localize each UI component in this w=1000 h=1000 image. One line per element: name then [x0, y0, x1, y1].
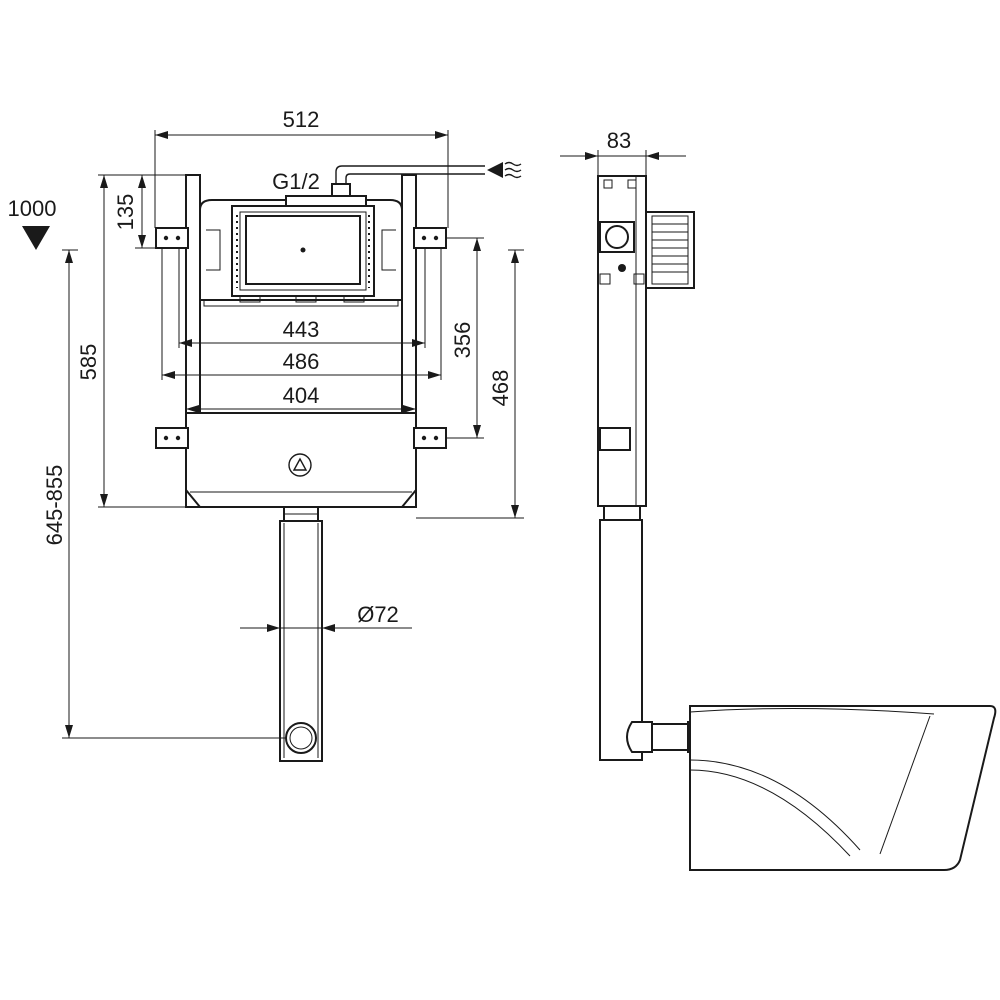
- dim-486: 486: [283, 349, 320, 374]
- dim-468: 468: [488, 370, 513, 407]
- dim-512: 512: [283, 107, 320, 132]
- dim-443: 443: [283, 317, 320, 342]
- triangle-down-icon: [22, 226, 50, 250]
- front-view: [155, 165, 485, 762]
- dim-356: 356: [450, 322, 475, 359]
- dim-645-855: 645-855: [42, 465, 67, 546]
- recycle-icon: [288, 453, 312, 477]
- side-view: [597, 175, 997, 871]
- dim-585: 585: [76, 344, 101, 381]
- dim-1000: 1000: [8, 196, 57, 221]
- dim-diameter-72: Ø72: [357, 602, 399, 627]
- dim-g1-2: G1/2: [272, 169, 320, 194]
- dim-404: 404: [283, 383, 320, 408]
- dim-83: 83: [607, 128, 631, 153]
- water-flow-icon: [487, 161, 522, 179]
- front-dimensions: [22, 130, 524, 739]
- side-dimensions: [560, 150, 686, 176]
- dim-135: 135: [113, 194, 138, 231]
